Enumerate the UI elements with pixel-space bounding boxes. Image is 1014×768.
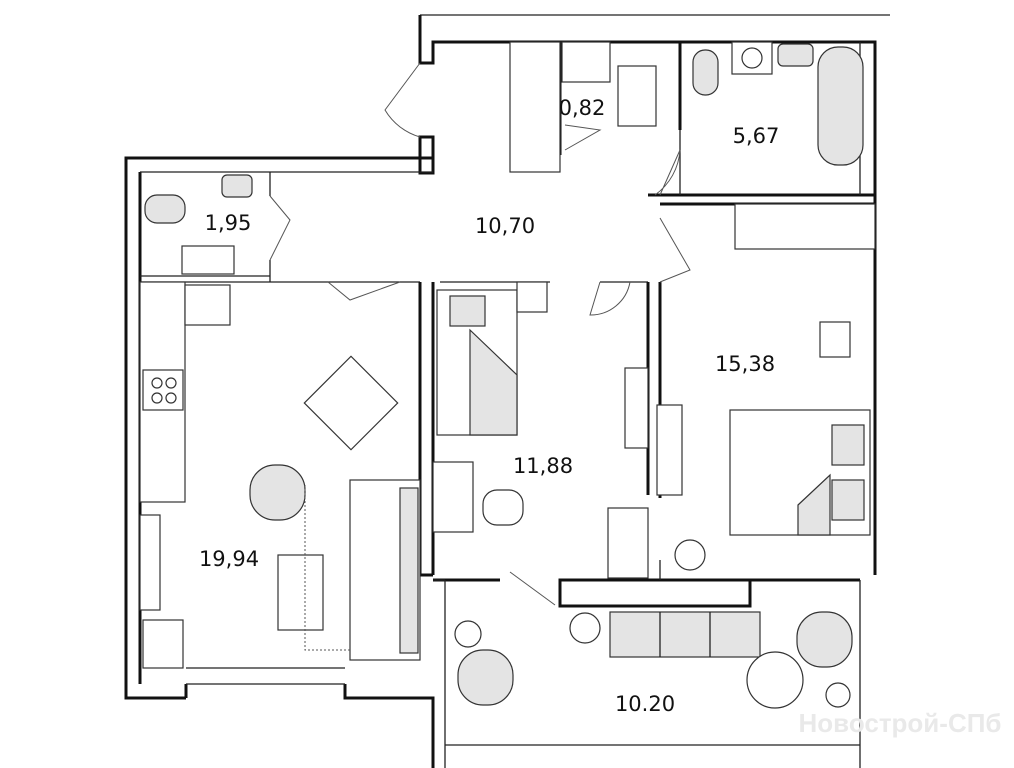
sink-icon [777, 43, 814, 67]
area-kitchen-living: 19,94 [199, 547, 259, 571]
area-balcony: 10.20 [615, 692, 675, 716]
coffee-table-icon [277, 554, 324, 631]
kitchen-sink-icon [184, 284, 231, 326]
watermark: Новострой-СПб [799, 708, 1002, 738]
bathtub-icon [817, 46, 864, 166]
area-closet: 0,82 [559, 96, 606, 120]
area-bathroom: 5,67 [733, 124, 780, 148]
area-children-room: 11,88 [513, 454, 573, 478]
doors [269, 62, 691, 606]
area-bedroom: 15,38 [715, 352, 775, 376]
round-table-icon [746, 651, 804, 709]
area-hallway: 10,70 [475, 214, 535, 238]
plant-icon [674, 539, 706, 571]
toilet-icon [692, 49, 719, 96]
balcony-armchair-icon [457, 649, 514, 706]
plant-icon [454, 620, 482, 648]
desk-icon [432, 461, 474, 533]
balcony-sofa-icon [609, 611, 761, 658]
chair-icon [482, 489, 524, 526]
area-bathroom-small: 1,95 [205, 211, 252, 235]
bedroom-furniture [674, 321, 871, 571]
armchair-icon [249, 464, 306, 521]
sink-small-icon [221, 174, 253, 198]
plant-icon [569, 612, 601, 644]
stove-icon [142, 369, 184, 411]
dining-table-icon [303, 355, 399, 451]
kitchen-furniture [139, 281, 421, 661]
wardrobes [139, 41, 876, 669]
bathroom-fixtures [144, 41, 864, 275]
children-room-furniture [432, 281, 548, 533]
toilet-small-icon [144, 194, 186, 224]
balcony-furniture [454, 611, 853, 709]
plant-icon [825, 682, 851, 708]
